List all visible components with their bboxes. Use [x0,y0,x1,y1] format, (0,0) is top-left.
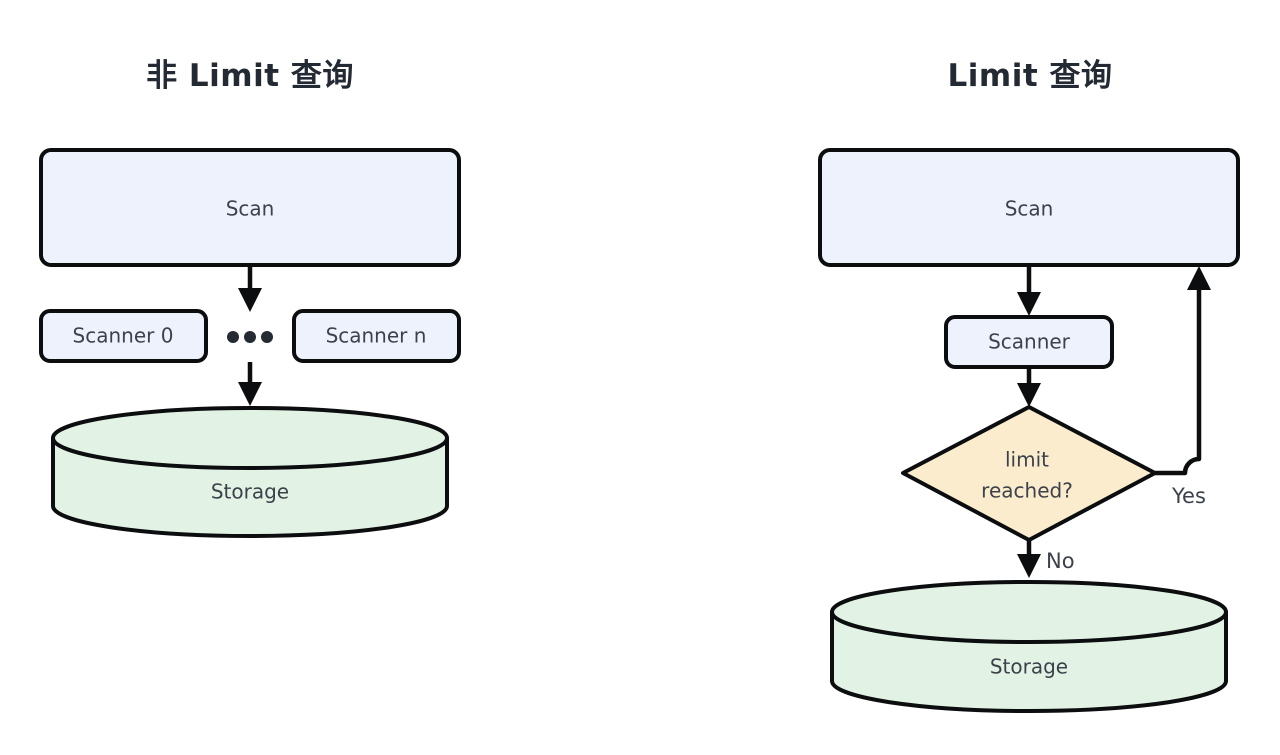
right-edge-no-label: No [1046,549,1075,573]
left-scanner-last-label: Scanner n [326,324,427,348]
left-scanner-first-box[interactable] [39,309,208,363]
limit-reached-diamond[interactable] [901,405,1157,542]
left-storage-top[interactable] [51,406,449,470]
left-panel-title: 非 Limit 查询 [146,58,354,94]
left-scan-label: Scan [226,197,275,221]
right-scan-label: Scan [1005,197,1054,221]
left-arrow-scanner-to-storage [238,362,262,406]
left-scan-node[interactable]: Scan [39,148,461,267]
right-panel-title: Limit 查询 [947,58,1113,94]
right-edge-yes: Yes [1155,266,1211,508]
right-arrow-scanner-to-decision [1017,368,1041,407]
ellipsis-icon [227,331,273,343]
limit-reached-label-line2: reached? [981,479,1073,503]
right-scan-node[interactable]: Scan [818,148,1240,267]
right-storage-top[interactable] [830,580,1228,644]
left-scanner-first-label: Scanner 0 [73,324,174,348]
right-scanner-box[interactable] [944,315,1114,369]
right-scanner-label: Scanner [988,330,1071,354]
left-scanner-first-node[interactable]: Scanner 0 [39,309,208,363]
limit-reached-decision-node[interactable]: limit reached? [901,405,1157,542]
right-scanner-node[interactable]: Scanner [944,315,1114,369]
right-edge-yes-label: Yes [1171,484,1206,508]
left-scan-box[interactable] [39,148,461,267]
right-scan-box[interactable] [818,148,1240,267]
right-arrow-scan-to-scanner [1017,266,1041,316]
left-arrow-scan-to-scanner [238,266,262,312]
left-scanner-last-node[interactable]: Scanner n [292,309,461,363]
right-edge-no: No [1017,541,1075,578]
left-storage-node[interactable]: Storage [51,406,449,538]
right-storage-node[interactable]: Storage [830,580,1228,713]
left-scanner-last-box[interactable] [292,309,461,363]
right-storage-label: Storage [990,655,1068,679]
left-storage-label: Storage [211,480,289,504]
limit-reached-label-line1: limit [1005,448,1049,472]
